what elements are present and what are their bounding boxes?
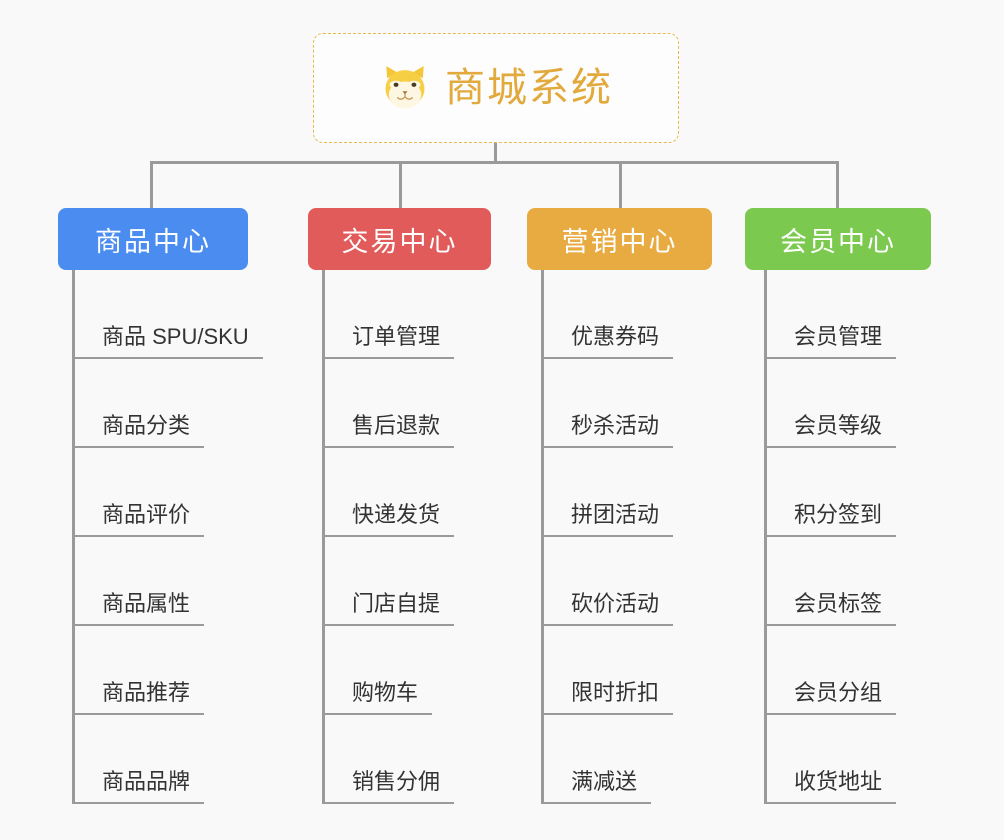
connector-drop-2 [399,161,402,208]
category-header-3-label: 营销中心 [561,226,678,257]
leaf-label: 订单管理 [322,319,455,359]
category-column-1: 商品中心 商品 SPU/SKU 商品分类 商品评价 商品属性 商品推荐 商品品牌 [58,208,263,804]
list-item[interactable]: 门店自提 [308,537,491,626]
leaf-spine-4 [764,270,767,804]
root-title: 商城系统 [445,66,613,110]
connector-drop-3 [619,161,622,208]
list-item[interactable]: 满减送 [527,715,712,804]
category-column-2: 交易中心 订单管理 售后退款 快递发货 门店自提 购物车 销售分佣 [308,208,491,804]
list-item[interactable]: 会员等级 [745,359,931,448]
leaf-label: 商品推荐 [72,675,205,715]
category-header-1-label: 商品中心 [95,226,211,257]
leaf-label: 拼团活动 [541,497,674,537]
leaf-label: 门店自提 [322,586,455,626]
leaf-label: 会员等级 [764,408,897,448]
category-header-4[interactable]: 会员中心 [745,208,931,270]
leaf-list-3: 优惠券码 秒杀活动 拼团活动 砍价活动 限时折扣 满减送 [527,270,712,804]
list-item[interactable]: 商品品牌 [58,715,263,804]
connector-drop-1 [150,161,153,208]
list-item[interactable]: 优惠券码 [527,270,712,359]
list-item[interactable]: 砍价活动 [527,537,712,626]
connector-horizontal-bus [150,161,839,164]
leaf-label: 会员分组 [764,675,897,715]
leaf-label: 销售分佣 [322,764,455,804]
leaf-label: 购物车 [322,675,433,715]
leaf-spine-3 [541,270,544,804]
list-item[interactable]: 商品分类 [58,359,263,448]
leaf-label: 收货地址 [764,764,897,804]
leaf-label: 售后退款 [322,408,455,448]
list-item[interactable]: 会员管理 [745,270,931,359]
category-column-3: 营销中心 优惠券码 秒杀活动 拼团活动 砍价活动 限时折扣 满减送 [527,208,712,804]
list-item[interactable]: 商品属性 [58,537,263,626]
leaf-label: 商品分类 [72,408,205,448]
list-item[interactable]: 快递发货 [308,448,491,537]
leaf-label: 会员标签 [764,586,897,626]
connector-root-stem [494,143,497,163]
list-item[interactable]: 商品评价 [58,448,263,537]
list-item[interactable]: 会员标签 [745,537,931,626]
leaf-label: 商品评价 [72,497,205,537]
leaf-label: 优惠券码 [541,319,674,359]
leaf-spine-1 [72,270,75,804]
leaf-label: 秒杀活动 [541,408,674,448]
leaf-list-1: 商品 SPU/SKU 商品分类 商品评价 商品属性 商品推荐 商品品牌 [58,270,263,804]
list-item[interactable]: 积分签到 [745,448,931,537]
list-item[interactable]: 商品 SPU/SKU [58,270,263,359]
category-header-3[interactable]: 营销中心 [527,208,712,270]
leaf-spine-2 [322,270,325,804]
connector-drop-4 [836,161,839,208]
list-item[interactable]: 商品推荐 [58,626,263,715]
leaf-list-4: 会员管理 会员等级 积分签到 会员标签 会员分组 收货地址 [745,270,931,804]
leaf-label: 商品 SPU/SKU [72,319,263,359]
list-item[interactable]: 订单管理 [308,270,491,359]
category-header-1[interactable]: 商品中心 [58,208,248,270]
list-item[interactable]: 售后退款 [308,359,491,448]
category-header-2-label: 交易中心 [341,226,458,257]
list-item[interactable]: 购物车 [308,626,491,715]
list-item[interactable]: 销售分佣 [308,715,491,804]
shiba-dog-emoji-icon [385,66,425,109]
leaf-label: 砍价活动 [541,586,674,626]
list-item[interactable]: 拼团活动 [527,448,712,537]
leaf-label: 满减送 [541,764,652,804]
leaf-label: 商品品牌 [72,764,205,804]
category-header-4-label: 会员中心 [780,226,896,257]
category-column-4: 会员中心 会员管理 会员等级 积分签到 会员标签 会员分组 收货地址 [745,208,931,804]
category-header-2[interactable]: 交易中心 [308,208,491,270]
root-node[interactable]: 商城系统 [313,33,679,143]
leaf-label: 限时折扣 [541,675,674,715]
leaf-label: 积分签到 [764,497,897,537]
leaf-label: 商品属性 [72,586,205,626]
leaf-label: 会员管理 [764,319,897,359]
list-item[interactable]: 收货地址 [745,715,931,804]
leaf-list-2: 订单管理 售后退款 快递发货 门店自提 购物车 销售分佣 [308,270,491,804]
list-item[interactable]: 秒杀活动 [527,359,712,448]
list-item[interactable]: 限时折扣 [527,626,712,715]
list-item[interactable]: 会员分组 [745,626,931,715]
leaf-label: 快递发货 [322,497,455,537]
